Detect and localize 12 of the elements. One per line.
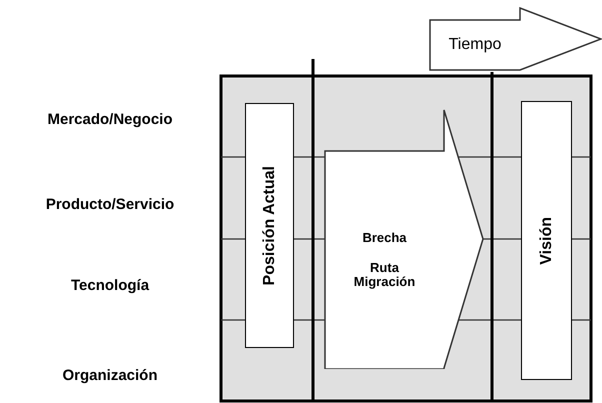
- block-arrow: [324, 109, 484, 369]
- stage-label: Visión: [538, 216, 556, 264]
- stage-box: [521, 101, 572, 380]
- stage-label: Posición Actual: [260, 166, 278, 286]
- arrow-label: Ruta Migración: [352, 260, 416, 290]
- stage-box: [245, 103, 294, 348]
- row-label: Producto/Servicio: [46, 196, 174, 213]
- arrow-label: Tiempo: [448, 36, 502, 54]
- row-label: Mercado/Negocio: [47, 111, 173, 128]
- arrow-label: Brecha: [361, 230, 408, 245]
- row-label: Tecnología: [70, 277, 150, 294]
- row-label: Organización: [62, 367, 158, 384]
